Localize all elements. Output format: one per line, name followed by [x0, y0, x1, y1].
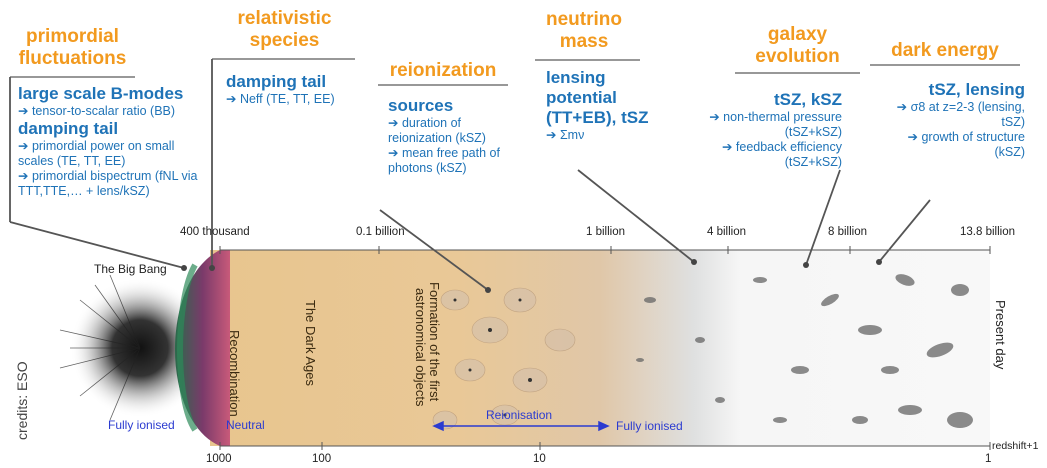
pointer-neutrino [577, 169, 695, 263]
sub-neff: ➔ Neff (TE, TT, EE) [226, 92, 335, 106]
credits-label: credits: ESO [14, 361, 30, 440]
head-tsz-lensing: tSZ, lensing [928, 80, 1025, 99]
sub-tensor-ratio: ➔ tensor-to-scalar ratio (BB) [18, 104, 176, 118]
sub-mean-free-path: ➔ mean free path of photons (kSZ) [388, 146, 500, 175]
time-tick-13.8-billion: 13.8 billion [960, 226, 1015, 238]
cmb-surface [175, 250, 230, 446]
label-big-bang: The Big Bang [94, 262, 167, 276]
title-reionization: reionization [389, 60, 497, 81]
body-primordial: large scale B-modes ➔ tensor-to-scalar r… [18, 84, 208, 199]
label-recombination: Recombination [227, 330, 242, 417]
sub-sigma8: ➔ σ8 at z=2-3 (lensing, tSZ) [896, 100, 1025, 129]
redshift-tick-1000: 1000 [206, 453, 232, 465]
label-neutral: Neutral [226, 418, 265, 432]
pointer-reionization [379, 209, 489, 291]
head-damping-tail-2: damping tail [226, 72, 327, 91]
label-present-day: Present day [993, 300, 1008, 370]
body-neutrino: lensing potential (TT+EB), tSZ ➔ Σmν [546, 68, 676, 143]
body-darkenergy: tSZ, lensing ➔ σ8 at z=2-3 (lensing, tSZ… [880, 80, 1025, 160]
sub-sum-mnu: ➔ Σmν [546, 128, 585, 142]
sub-feedback: ➔ feedback efficiency (tSZ+kSZ) [721, 140, 842, 169]
head-tsz-ksz: tSZ, kSZ [773, 90, 842, 109]
sub-growth: ➔ growth of structure (kSZ) [907, 130, 1025, 159]
body-reionization: sources ➔ duration of reionization (kSZ)… [388, 96, 513, 176]
label-reionisation: Reionisation [486, 408, 553, 422]
time-tick-8-billion: 8 billion [828, 226, 867, 238]
head-large-scale-bmodes: large scale B-modes [18, 84, 184, 103]
redshift-tick-10: 10 [533, 453, 546, 465]
head-damping-tail: damping tail [18, 119, 119, 138]
reionisation-arrow [432, 420, 610, 432]
body-relativistic: damping tail ➔ Neff (TE, TT, EE) [226, 72, 366, 107]
title-darkenergy: dark energy [891, 40, 999, 61]
redshift-axis-label: redshift+1 [992, 440, 1039, 452]
label-first-objects-1: Formation of the first [427, 282, 442, 402]
label-first-objects-2: astronomical objects [413, 288, 428, 407]
redshift-tick-100: 100 [312, 453, 332, 465]
time-tick-1-billion: 1 billion [586, 226, 625, 238]
cosmic-history-band [210, 250, 990, 446]
time-tick-0.1-billion: 0.1 billion [356, 226, 405, 238]
head-sources: sources [388, 96, 454, 115]
pointer-galaxy [805, 169, 841, 266]
label-dark-ages: The Dark Ages [303, 300, 318, 386]
sub-primordial-bispectrum: ➔ primordial bispectrum (fNL via TTT,TTE… [18, 169, 198, 198]
sub-duration: ➔ duration of reionization (kSZ) [388, 116, 486, 145]
label-fully-ionised-left: Fully ionised [108, 418, 175, 432]
label-fully-ionised-right: Fully ionised [616, 419, 683, 433]
body-galaxy: tSZ, kSZ ➔ non-thermal pressure (tSZ+kSZ… [680, 90, 842, 170]
time-tick-4-billion: 4 billion [707, 226, 746, 238]
sub-nonthermal: ➔ non-thermal pressure (tSZ+kSZ) [709, 110, 842, 139]
pointer-darkenergy [878, 199, 931, 263]
time-tick-400-thousand: 400 thousand [180, 226, 250, 238]
sub-primordial-power: ➔ primordial power on small scales (TE, … [18, 139, 175, 168]
head-lensing-potential: lensing potential (TT+EB), tSZ [546, 68, 649, 127]
redshift-tick-1: 1 [985, 453, 992, 465]
